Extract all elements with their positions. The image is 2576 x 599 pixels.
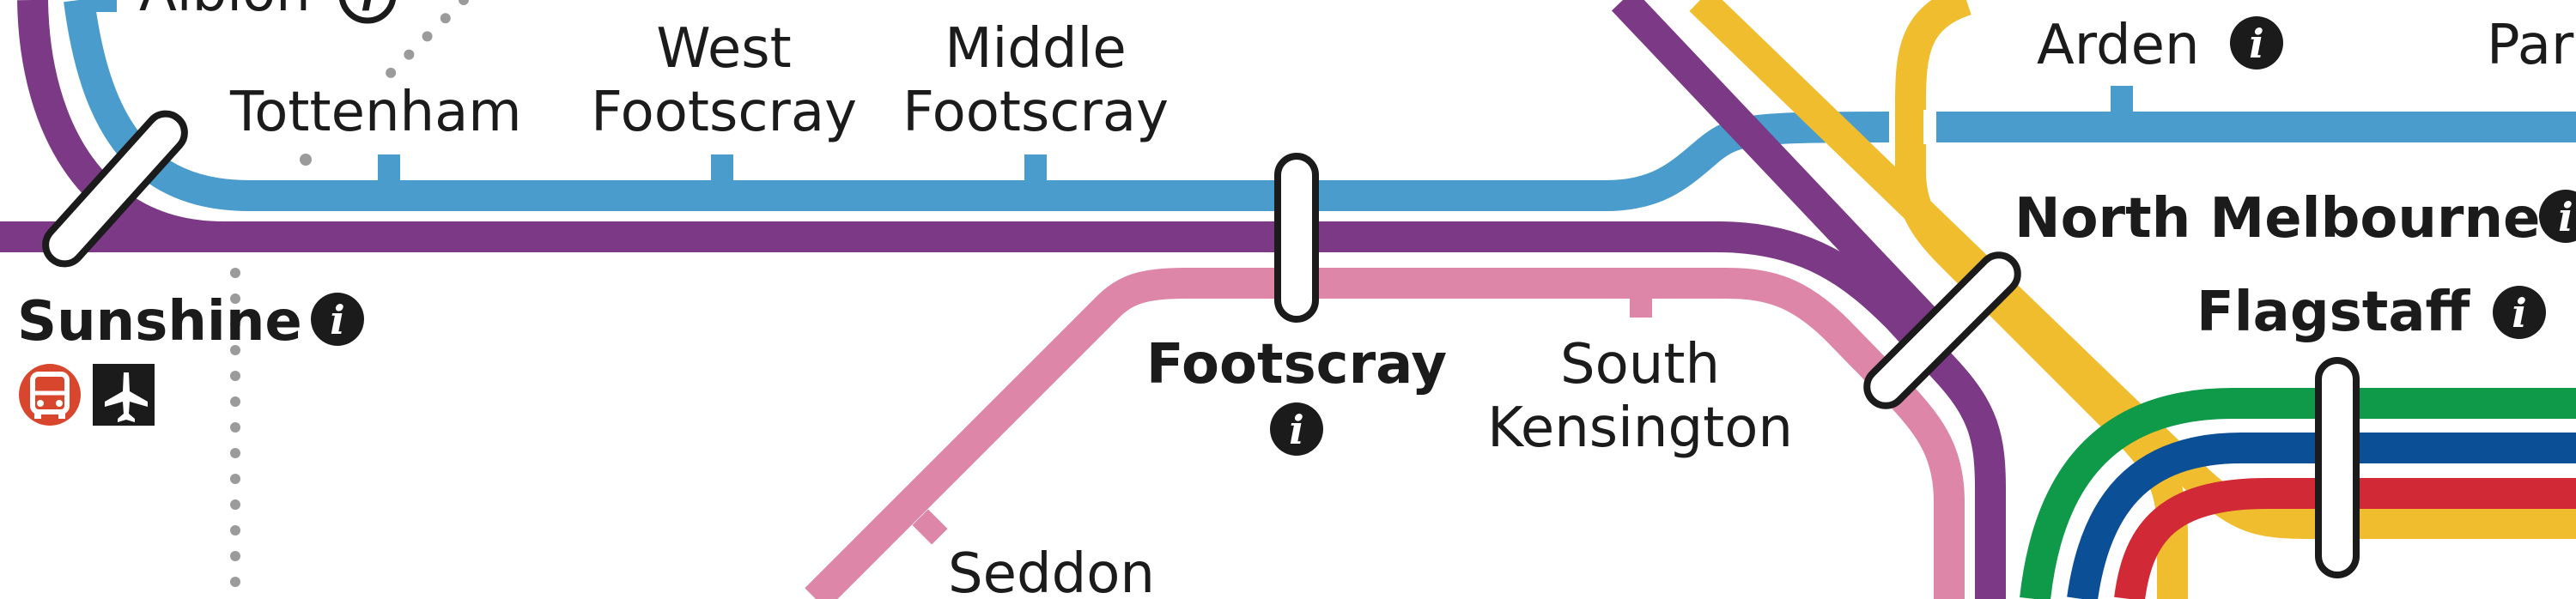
station-west-footscray-line1: West: [656, 17, 791, 81]
svg-text:i: i: [1289, 407, 1303, 453]
station-west-footscray-line2: Footscray: [591, 81, 857, 144]
tick-seddon: [912, 509, 948, 545]
tick-albion: [94, 0, 117, 12]
tick-middle-footscray: [1024, 154, 1047, 180]
dotted-line-albion: [381, 0, 469, 82]
airport-icon: [93, 364, 155, 426]
info-icon[interactable]: i: [2539, 190, 2576, 243]
info-icon[interactable]: i: [339, 0, 396, 24]
city-loop-lines: [2020, 388, 2576, 599]
info-icon[interactable]: i: [311, 293, 364, 346]
interchange-flagstaff: [2315, 357, 2360, 578]
interchange-footscray: [1274, 153, 1319, 323]
svg-text:i: i: [330, 297, 344, 343]
tick-arden: [2111, 86, 2133, 113]
dotted-connector-lines: [230, 0, 469, 599]
interchange-sunshine: [42, 110, 188, 268]
station-south-kensington-line2: Kensington: [1487, 396, 1793, 460]
station-labels: Albion Tottenham West Footscray Middle F…: [17, 0, 2574, 599]
pink-line: [805, 268, 1965, 599]
station-flagstaff: Flagstaff: [2196, 281, 2471, 344]
svg-text:i: i: [2249, 21, 2263, 67]
svg-text:i: i: [2512, 290, 2526, 336]
info-icon[interactable]: i: [2230, 16, 2283, 70]
station-tottenham: Tottenham: [229, 81, 522, 144]
interchange-north-melbourne: [1863, 251, 2021, 409]
info-icon[interactable]: i: [1270, 402, 1323, 456]
purple-line: [0, 0, 2006, 599]
station-seddon: Seddon: [948, 542, 1155, 599]
station-middle-footscray-line2: Footscray: [902, 81, 1169, 144]
dark-blue-line: [2067, 433, 2576, 599]
svg-text:i: i: [361, 0, 374, 20]
station-arden: Arden: [2037, 14, 2200, 77]
red-line: [2114, 478, 2576, 599]
bus-icon: [19, 364, 81, 426]
tick-west-footscray: [711, 154, 733, 180]
station-albion: Albion: [139, 0, 311, 24]
info-icon[interactable]: i: [2493, 286, 2546, 339]
info-icons: i i i i i i: [311, 0, 2576, 456]
tick-south-kensington: [1630, 292, 1652, 318]
station-north-melbourne: North Melbourne: [2014, 187, 2540, 251]
station-middle-footscray-line1: Middle: [945, 17, 1126, 81]
station-sunshine: Sunshine: [17, 290, 302, 354]
station-south-kensington-line1: South: [1560, 333, 1720, 396]
interchange-markers: [42, 110, 2360, 578]
green-line: [2020, 388, 2576, 599]
station-ticks: [94, 0, 2133, 545]
dot-tottenham: [300, 154, 312, 166]
tick-tottenham: [378, 154, 400, 180]
svg-text:i: i: [2558, 194, 2573, 240]
station-parkville-partial: Par: [2487, 14, 2574, 77]
station-footscray: Footscray: [1146, 333, 1447, 396]
